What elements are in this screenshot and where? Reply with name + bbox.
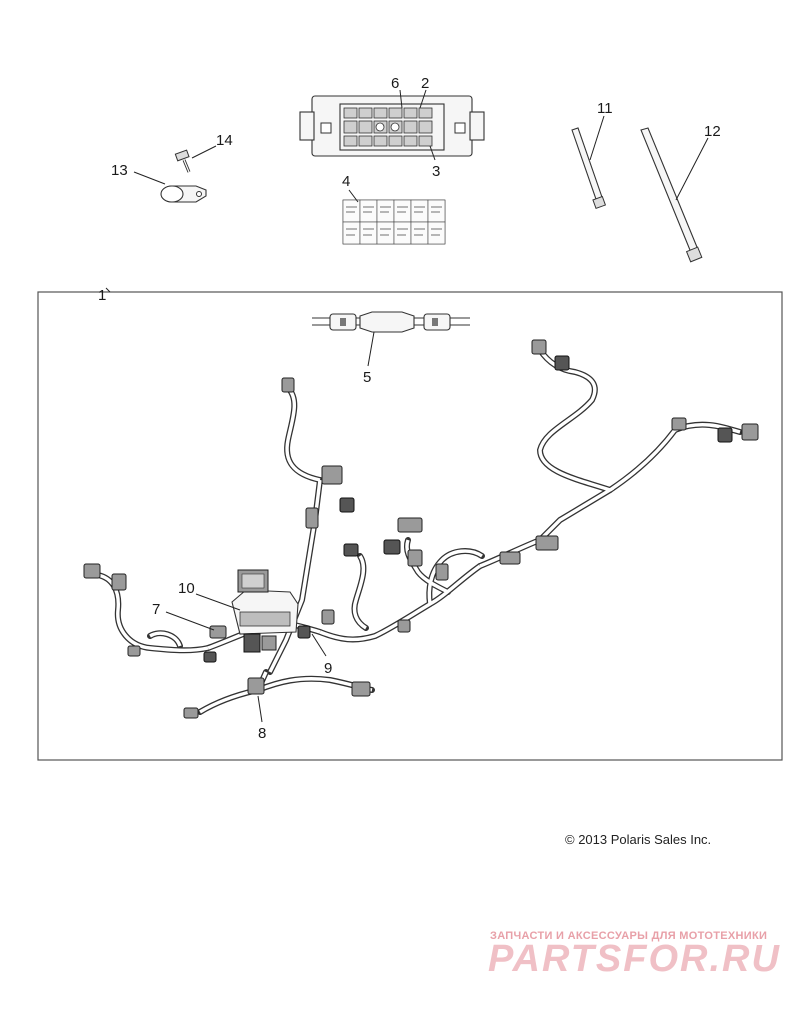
callout-7: 7 [152,601,160,618]
harness-fuse-box-part [231,569,299,653]
callout-3: 3 [432,163,440,180]
callout-labels: 1 2 3 4 5 6 7 8 9 10 11 12 13 14 [98,75,721,742]
callout-6: 6 [391,75,399,92]
harness-assembly-frame [37,291,783,761]
watermark-tagline: ЗАПЧАСТИ И АКСЕССУАРЫ ДЛЯ МОТОТЕХНИКИ [490,930,768,942]
callout-10: 10 [178,580,195,597]
callout-9: 9 [324,660,332,677]
copyright-notice: © 2013 Polaris Sales Inc. [565,832,712,847]
callout-4: 4 [342,173,350,190]
callout-2: 2 [421,75,429,92]
callout-1: 1 [98,287,106,304]
callout-11: 11 [597,100,613,117]
watermark-brand: PARTSFOR.RU [488,938,781,980]
callout-5: 5 [363,369,371,386]
callout-14: 14 [216,132,233,149]
cable-tie-short-part [571,127,607,210]
callout-8: 8 [258,725,266,742]
fuse-label-card-part [342,199,446,245]
clamp-part [160,185,207,203]
callout-12: 12 [704,123,721,140]
fuse-box-part [299,95,485,157]
callout-leaders [105,89,709,723]
wiring-harness-part [83,339,759,719]
callout-13: 13 [111,162,128,179]
screw-part [174,149,191,173]
inline-fuse-holder-part [312,311,470,333]
cable-tie-long-part [640,127,703,263]
